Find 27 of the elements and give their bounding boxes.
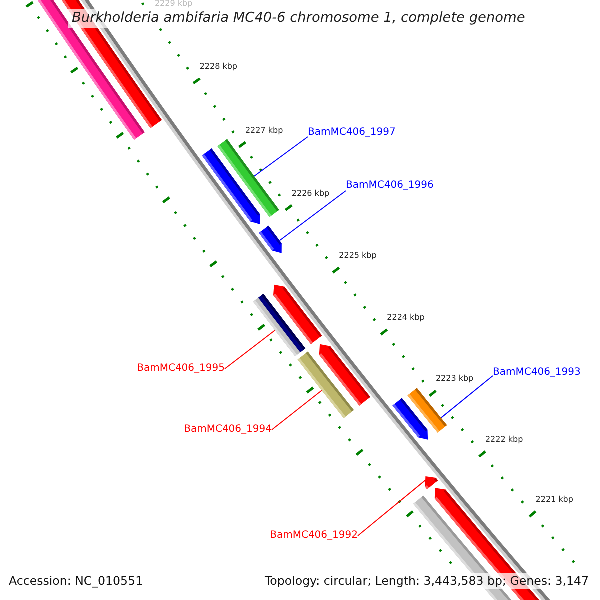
- tick-label: 2224 kbp: [387, 314, 425, 322]
- tick-label: 2222 kbp: [485, 436, 524, 444]
- pointed-gene-bar: [392, 398, 429, 440]
- gene-label: BamMC406_1996: [346, 180, 434, 192]
- tick-label: 2223 kbp: [436, 375, 474, 384]
- leader-line: [272, 390, 322, 430]
- leader-line: [358, 480, 426, 536]
- pointed-gene-bar: [425, 476, 439, 490]
- tick-label: 2226 kbp: [292, 190, 330, 198]
- leader-line: [224, 330, 276, 370]
- leader-line: [254, 136, 308, 177]
- tick-label: 2227 kbp: [245, 126, 284, 135]
- tick-label: 2228 kbp: [200, 63, 238, 72]
- gene-label: BamMC406_1993: [493, 367, 581, 379]
- pointed-gene-bar: [202, 148, 261, 225]
- leader-line: [279, 190, 346, 242]
- gene-label: BamMC406_1992: [270, 530, 358, 542]
- pointed-gene-bar: [259, 225, 282, 254]
- gene-label: BamMC406_1995: [137, 363, 225, 375]
- pointed-gene-bar: [273, 284, 323, 345]
- tick-label: 2229 kbp: [154, 0, 193, 8]
- gene-label: BamMC406_1994: [184, 424, 272, 436]
- gene-label: BamMC406_1997: [308, 127, 396, 139]
- pointed-gene-bar: [319, 344, 371, 406]
- tick-label: 2221 kbp: [536, 496, 574, 504]
- tick-label: 2225 kbp: [339, 252, 377, 260]
- leader-line: [440, 376, 494, 419]
